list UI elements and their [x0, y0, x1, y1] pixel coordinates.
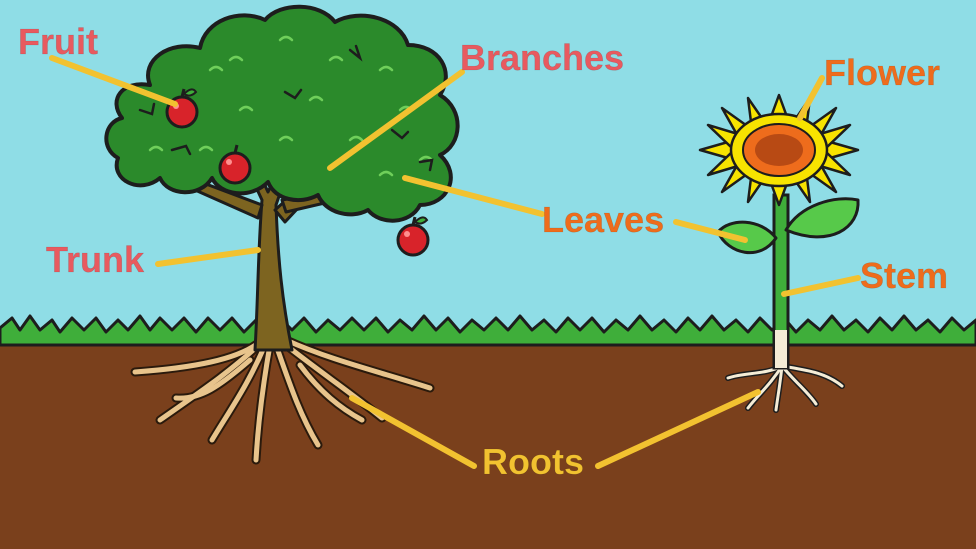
flower-stem [772, 193, 790, 370]
grass [0, 314, 976, 347]
pointer-branches [327, 69, 465, 171]
label-trunk: Trunk [46, 239, 145, 280]
pointer-trunk [155, 247, 261, 267]
pointer-lines [49, 55, 861, 469]
label-roots: Roots [482, 441, 585, 482]
pointer-roots-flower [595, 389, 761, 469]
sunflower-head [698, 93, 860, 207]
pointer-flower [797, 75, 825, 121]
pointer-leaves-tree [402, 175, 545, 217]
pointer-stem [781, 275, 861, 297]
pointer-fruit [49, 55, 178, 107]
label-fruit: Fruit [18, 21, 99, 62]
apple [218, 144, 252, 185]
label-flower: Flower [824, 52, 941, 93]
tree-canopy [104, 4, 460, 223]
apple [396, 216, 430, 257]
label-branches: Branches [460, 37, 625, 78]
pointer-leaves-flower [673, 219, 748, 243]
label-leaves: Leaves [542, 199, 665, 240]
pointer-roots-tree [349, 395, 477, 469]
label-stem: Stem [860, 255, 949, 296]
flower-leaf-right [784, 197, 860, 239]
